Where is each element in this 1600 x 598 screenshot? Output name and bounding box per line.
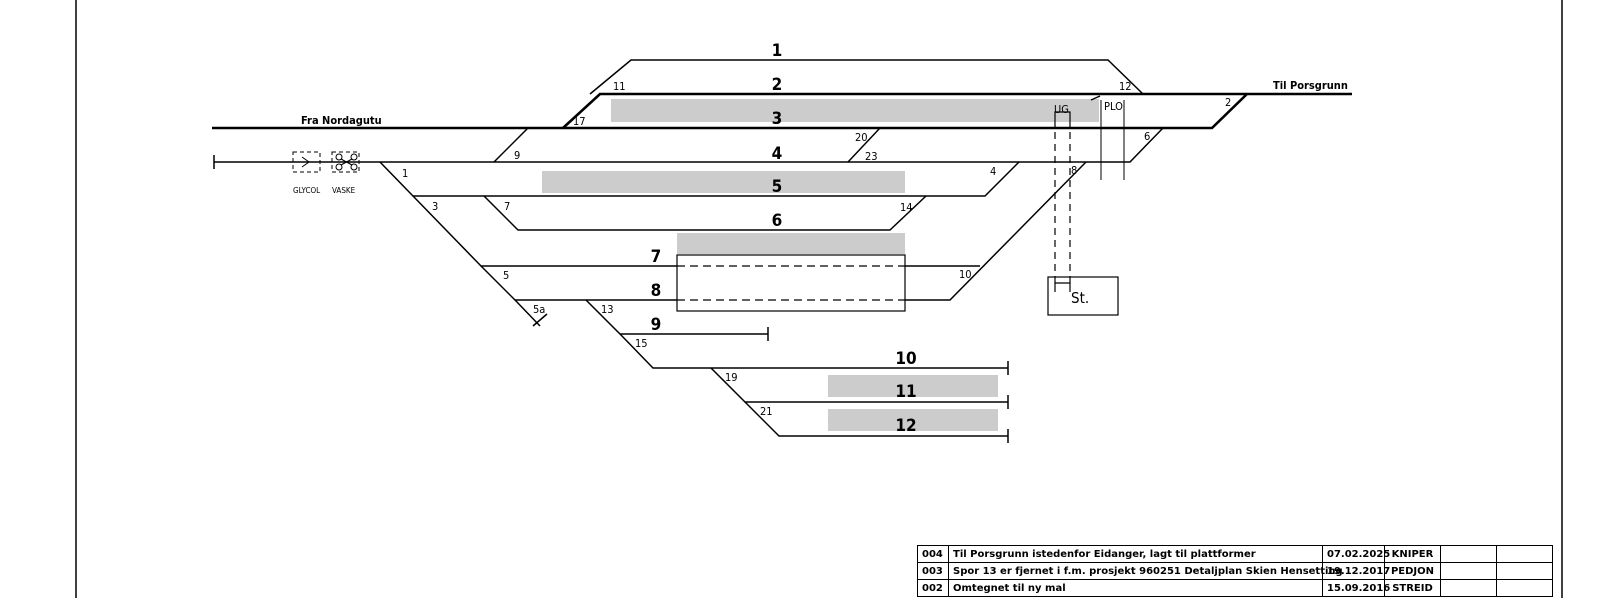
revision-date: 15.09.2016 bbox=[1322, 579, 1390, 597]
revision-text: Spor 13 er fjernet i f.m. prosjekt 96025… bbox=[948, 562, 1343, 580]
switch-number: 13 bbox=[601, 303, 614, 316]
main-line bbox=[212, 92, 1352, 130]
ug-label: UG bbox=[1054, 103, 1069, 116]
track-number: 8 bbox=[651, 281, 662, 301]
track-number: 3 bbox=[772, 109, 783, 129]
revision-no: 002 bbox=[917, 579, 949, 597]
revision-sign-cell bbox=[1496, 562, 1553, 580]
plo-label: PLO bbox=[1104, 100, 1123, 113]
track-number: 4 bbox=[772, 144, 783, 164]
to-label: Til Porsgrunn bbox=[1273, 79, 1348, 92]
revision-by: STREID bbox=[1384, 579, 1441, 597]
switch-number: 20 bbox=[855, 131, 868, 144]
revision-sign-cell bbox=[1496, 579, 1553, 597]
revision-date: 19.12.2017 bbox=[1322, 562, 1390, 580]
switch-number: 6 bbox=[1144, 130, 1150, 143]
switch-number: 21 bbox=[760, 405, 773, 418]
platform-track-7 bbox=[677, 233, 905, 254]
track-number: 7 bbox=[651, 247, 662, 267]
switch-number: 5 bbox=[503, 269, 509, 282]
switch-number: 12 bbox=[1119, 80, 1132, 93]
track-number: 11 bbox=[895, 382, 916, 402]
track-number: 9 bbox=[651, 315, 662, 335]
switch-number: 3 bbox=[432, 200, 438, 213]
switch-number: 9 bbox=[514, 149, 520, 162]
revision-no: 004 bbox=[917, 545, 949, 563]
platforms bbox=[542, 99, 1099, 431]
revision-text: Omtegnet til ny mal bbox=[948, 579, 1323, 597]
switch-numbers: 11 12 2 17 20 23 6 9 4 8 1 3 7 14 5 10 5… bbox=[402, 80, 1231, 418]
station-label: St. bbox=[1071, 289, 1089, 307]
track-number: 2 bbox=[772, 75, 783, 95]
revision-sign-cell bbox=[1440, 545, 1497, 563]
track-number: 10 bbox=[895, 349, 916, 369]
revision-sign-cell bbox=[1496, 545, 1553, 563]
vaske-label: VASKE bbox=[332, 186, 356, 195]
glycol-icon bbox=[292, 151, 321, 173]
track-number: 12 bbox=[895, 416, 916, 436]
platform-track-12 bbox=[828, 409, 998, 431]
switch-number: 1 bbox=[402, 167, 408, 180]
switch-number: 10 bbox=[959, 268, 972, 281]
track-number: 6 bbox=[772, 211, 783, 231]
revision-text: Til Porsgrunn istedenfor Eidanger, lagt … bbox=[948, 545, 1323, 563]
switch-number: 23 bbox=[865, 150, 878, 163]
track-number: 1 bbox=[772, 41, 783, 61]
switch-number: 17 bbox=[573, 115, 586, 128]
track-number: 5 bbox=[772, 177, 783, 197]
platform-track-3 bbox=[611, 99, 1099, 122]
platform-track-5 bbox=[542, 171, 905, 193]
dashed-elements bbox=[676, 111, 1119, 316]
track-numbers: 1 2 3 4 5 6 7 8 9 10 11 12 bbox=[651, 41, 917, 436]
switch-number: 19 bbox=[725, 371, 738, 384]
revision-by: KNIPER bbox=[1384, 545, 1441, 563]
switch-number: 7 bbox=[504, 200, 510, 213]
vaske-icon bbox=[331, 151, 360, 173]
revision-sign-cell bbox=[1440, 562, 1497, 580]
from-label: Fra Nordagutu bbox=[301, 114, 382, 127]
switch-number: 11 bbox=[613, 80, 626, 93]
revision-date: 07.02.2025 bbox=[1322, 545, 1390, 563]
platform-track-11 bbox=[828, 375, 998, 397]
revision-sign-cell bbox=[1440, 579, 1497, 597]
switch-number: 5a bbox=[533, 303, 545, 316]
revision-by: PEDJON bbox=[1384, 562, 1441, 580]
switch-number: 15 bbox=[635, 337, 648, 350]
revision-no: 003 bbox=[917, 562, 949, 580]
switch-number: 14 bbox=[900, 201, 913, 214]
switch-number: 4 bbox=[990, 165, 996, 178]
switch-number: 8 bbox=[1071, 164, 1077, 177]
station-tracks bbox=[213, 59, 1164, 443]
glycol-label: GLYCOL bbox=[293, 186, 320, 195]
switch-number: 2 bbox=[1225, 96, 1231, 109]
